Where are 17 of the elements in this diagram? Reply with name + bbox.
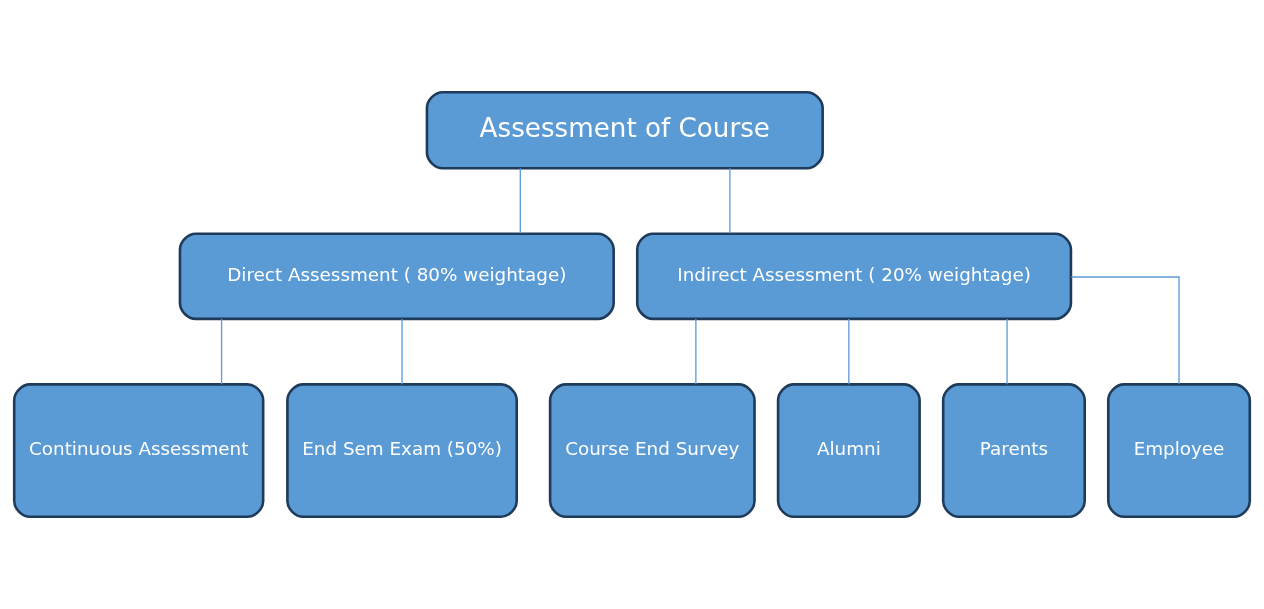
node-box: End Sem Exam (50%) [286,383,518,519]
node-box: Employee [1106,383,1252,519]
connector [220,318,223,385]
node-box: Direct Assessment ( 80% weightage) [178,232,615,321]
connector [729,167,731,234]
node-box: Alumni [776,383,921,519]
node-box: Course End Survey [548,383,756,519]
connector [519,167,521,234]
connector [1070,276,1180,385]
connector [401,318,403,385]
connector [695,318,697,385]
node-box: Continuous Assessment [12,383,265,519]
node-box: Parents [941,383,1086,519]
node-box: Assessment of Course [425,90,824,170]
connector [1006,318,1008,385]
node-box: Indirect Assessment ( 20% weightage) [635,232,1073,321]
connector [848,318,850,385]
